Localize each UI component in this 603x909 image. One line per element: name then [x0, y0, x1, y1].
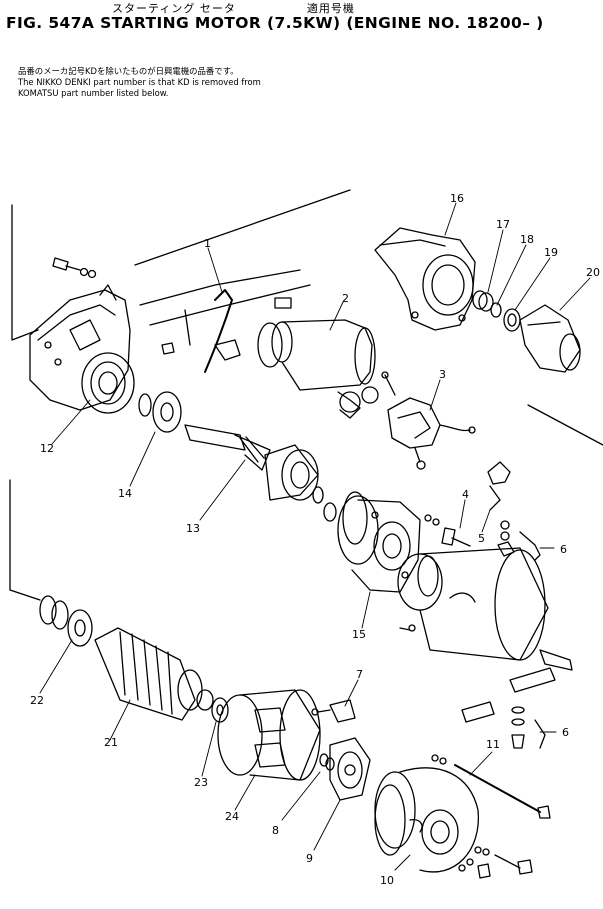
- callout-23: 23: [194, 776, 208, 789]
- part-24-brush-holder: [217, 689, 321, 781]
- part-14-bearing: [138, 391, 182, 433]
- japanese-applicable-label: 適用号機: [306, 2, 355, 15]
- part-13-pinion-shaft: [184, 424, 337, 522]
- part-16-rear-bracket: [374, 227, 476, 331]
- callout-10: 10: [380, 874, 394, 887]
- part-2-magnetic-switch: [257, 319, 379, 419]
- callout-19: 19: [544, 246, 558, 259]
- part-5-terminal-boot: [487, 461, 511, 511]
- callout-7: 7: [356, 668, 363, 681]
- callout-9: 9: [306, 852, 313, 865]
- japanese-header: スターティング セータ 適用号機: [112, 0, 355, 16]
- callout-18: 18: [520, 233, 534, 246]
- note-japanese: 品番のメーカ記号KDを除いたものが日興電機の品番です。: [18, 66, 239, 76]
- callout-labels: 1 2 3 4 5 6 6 7 8 9 10 11 12 13 14 15 16…: [30, 192, 600, 887]
- callout-4: 4: [462, 488, 469, 501]
- part-10-rear-cover: [374, 767, 479, 873]
- bolt-upper-left: [52, 257, 97, 279]
- part-6-nuts-upper: [497, 520, 541, 561]
- part-20-pinion: [519, 304, 581, 373]
- callout-13: 13: [186, 522, 200, 535]
- part-3-relay: [381, 371, 476, 470]
- figure-title: FIG. 547A STARTING MOTOR (7.5KW) (ENGINE…: [6, 14, 544, 32]
- callout-21: 21: [104, 736, 118, 749]
- part-4-bolt: [424, 514, 471, 547]
- part-19-collar: [503, 308, 521, 332]
- section-boundary-lines: [9, 189, 603, 601]
- callout-24: 24: [225, 810, 239, 823]
- part-11-through-bolt: [431, 754, 551, 819]
- callout-15: 15: [352, 628, 366, 641]
- bolts-bottom-right: [458, 846, 533, 879]
- note-english-line-1: The NIKKO DENKI part number is that KD i…: [18, 77, 261, 87]
- callout-6-lower: 6: [562, 726, 569, 739]
- part-18-ring: [490, 302, 502, 318]
- leader-lines: [39, 202, 591, 871]
- callout-8: 8: [272, 824, 279, 837]
- callout-6-upper: 6: [560, 543, 567, 556]
- part-22-bearing: [39, 595, 93, 647]
- callout-5: 5: [478, 532, 485, 545]
- callout-20: 20: [586, 266, 600, 279]
- yoke-housing: [397, 547, 549, 661]
- callout-22: 22: [30, 694, 44, 707]
- part-number-note: 品番のメーカ記号KDを除いたものが日興電機の品番です。 The NIKKO DE…: [18, 66, 261, 99]
- callout-16: 16: [450, 192, 464, 205]
- part-7-brush: [311, 699, 356, 723]
- part-6-insulators-lower: [461, 649, 573, 749]
- callout-1: 1: [204, 237, 211, 250]
- part-9-end-plate: [329, 737, 371, 801]
- snap-rings: [342, 491, 439, 856]
- part-1-shift-lever: [139, 269, 311, 373]
- japanese-title: スターティング セータ: [112, 2, 236, 15]
- part-8-washer: [319, 753, 335, 771]
- note-english-line-2: KOMATSU part number listed below.: [18, 88, 169, 98]
- part-12-front-housing: [29, 284, 135, 414]
- callout-12: 12: [40, 442, 54, 455]
- callout-14: 14: [118, 487, 132, 500]
- part-17-bushing: [472, 290, 494, 312]
- callout-3: 3: [439, 368, 446, 381]
- callout-11: 11: [486, 738, 500, 751]
- part-15-brush-holder-bracket: [337, 495, 421, 593]
- callout-2: 2: [342, 292, 349, 305]
- callout-17: 17: [496, 218, 510, 231]
- part-21-armature: [94, 627, 214, 721]
